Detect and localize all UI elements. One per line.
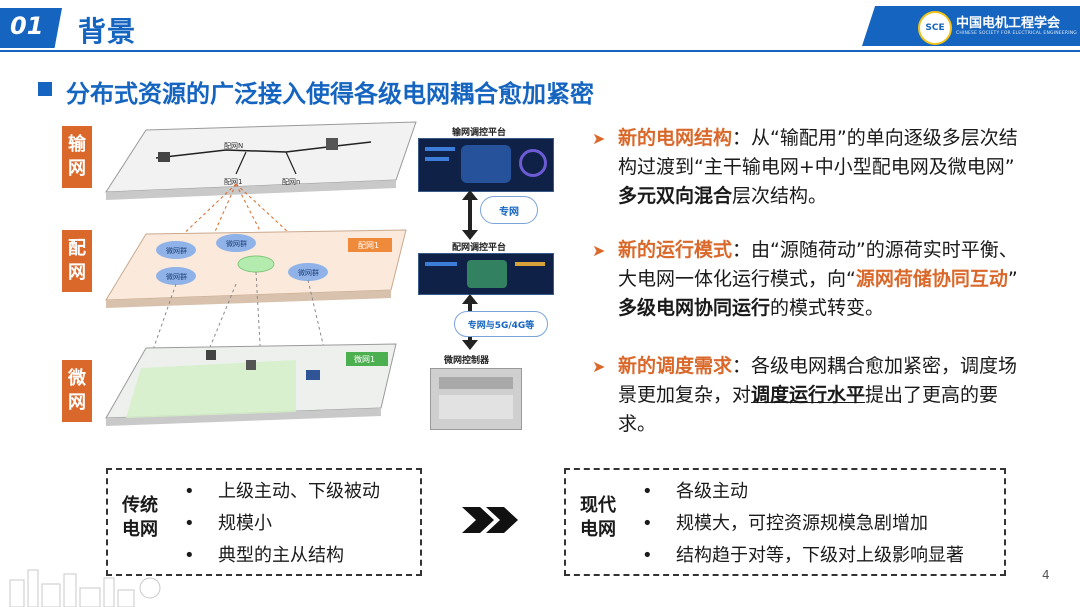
section-number: 01 [10, 12, 43, 40]
tier-char: 网 [68, 261, 86, 285]
traditional-grid-title: 传统 电网 [122, 494, 158, 542]
micro-controller-label: 微网控制器 [444, 353, 489, 366]
society-name-en: CHINESE SOCIETY FOR ELECTRICAL ENGINEERI… [956, 31, 1077, 36]
micro-layer-tag: 微网1 [354, 354, 375, 364]
title-line: 电网 [122, 518, 158, 542]
bullet-arrow-icon: ➤ [592, 236, 605, 265]
node-label-dist-n2: 配网n [282, 178, 300, 186]
tier-char: 配 [68, 237, 86, 261]
page-number: 4 [1042, 568, 1050, 582]
society-name-cn: 中国电机工程学会 [956, 12, 1060, 31]
title-line: 电网 [580, 518, 616, 542]
bullet-arrow-icon: ➤ [592, 352, 605, 381]
list-item: 典型的主从结构 [184, 540, 380, 572]
micro-controller-device [430, 368, 522, 430]
bullet-text: ” [1008, 268, 1018, 290]
subtitle-marker [38, 82, 52, 96]
bullet-underline: 调度运行水平 [751, 384, 865, 406]
slide-subtitle: 分布式资源的广泛接入使得各级电网耦合愈加紧密 [66, 74, 594, 109]
distribution-layer: 微网群 微网群 微网群 微网群 配网1 [106, 230, 406, 308]
header-divider [0, 50, 1080, 52]
bullet-emphasis: 多级电网协同运行 [618, 297, 770, 319]
bullet-heading: 新的调度需求 [618, 355, 732, 377]
transmission-layer: 配网N 配网1 配网n [106, 122, 416, 200]
bullet-text: 的模式转变。 [770, 297, 884, 319]
node-label-dist-1: 配网1 [224, 178, 242, 186]
tier-char: 微 [68, 367, 86, 391]
modern-grid-list: 各级主动 规模大，可控资源规模急剧增加 结构趋于对等，下级对上级影响显著 [642, 476, 964, 572]
list-item: 结构趋于对等，下级对上级影响显著 [642, 540, 964, 572]
traditional-grid-list: 上级主动、下级被动 规模小 典型的主从结构 [184, 476, 380, 572]
list-item: 上级主动、下级被动 [184, 476, 380, 508]
bullet-operation-mode: ➤ 新的运行模式：由“源随荷动”的源荷实时平衡、大电网一体化运行模式，向“源网荷… [594, 236, 1034, 323]
micro-cluster-label: 微网群 [226, 239, 247, 248]
tier-label-transmission: 输 网 [62, 126, 92, 188]
micro-cluster-label: 微网群 [166, 272, 187, 281]
platform-label-transmission: 输网调控平台 [452, 125, 506, 138]
tier-char: 网 [68, 391, 86, 415]
page-title: 背景 [78, 10, 136, 50]
bullet-heading: 新的电网结构 [618, 127, 732, 149]
chevron-right-icon [462, 505, 522, 535]
5g-network-cloud: 专网与5G/4G等 [454, 311, 548, 337]
modern-grid-title: 现代 电网 [580, 494, 616, 542]
skyline-decoration [0, 560, 200, 607]
bullet-dispatch-demand: ➤ 新的调度需求：各级电网耦合愈加紧密，调度场景更加复杂，对调度运行水平提出了更… [594, 352, 1034, 439]
bullet-grid-structure: ➤ 新的电网结构：从“输配用”的单向逐级多层次结构过渡到“主干输电网+中小型配电… [594, 124, 1034, 211]
bullet-highlight: 源网荷储协同互动 [856, 268, 1008, 290]
title-line: 现代 [580, 494, 616, 518]
distribution-platform-screen [418, 253, 554, 295]
list-item: 规模小 [184, 508, 380, 540]
tier-label-distribution: 配 网 [62, 230, 92, 292]
micro-cluster-label: 微网群 [166, 246, 187, 255]
distribution-layer-tag: 配网1 [358, 241, 379, 250]
tier-char: 输 [68, 133, 86, 157]
bullet-heading: 新的运行模式 [618, 239, 732, 261]
bullet-text: 层次结构。 [732, 185, 827, 207]
micro-layer: 微网1 [106, 344, 396, 426]
title-line: 传统 [122, 494, 158, 518]
platform-label-distribution: 配网调控平台 [452, 240, 506, 253]
society-logo-icon: SCE [918, 11, 952, 45]
bullet-emphasis: 多元双向混合 [618, 185, 732, 207]
micro-cluster-label: 微网群 [298, 268, 319, 277]
list-item: 规模大，可控资源规模急剧增加 [642, 508, 964, 540]
node-label-dist-n: 配网N [224, 142, 243, 150]
private-network-cloud: 专网 [480, 196, 538, 224]
transmission-platform-screen [418, 138, 554, 192]
tier-label-micro: 微 网 [62, 360, 92, 422]
tier-char: 网 [68, 157, 86, 181]
bullet-arrow-icon: ➤ [592, 124, 605, 153]
modern-grid-box: 现代 电网 各级主动 规模大，可控资源规模急剧增加 结构趋于对等，下级对上级影响… [564, 468, 1006, 576]
list-item: 各级主动 [642, 476, 964, 508]
